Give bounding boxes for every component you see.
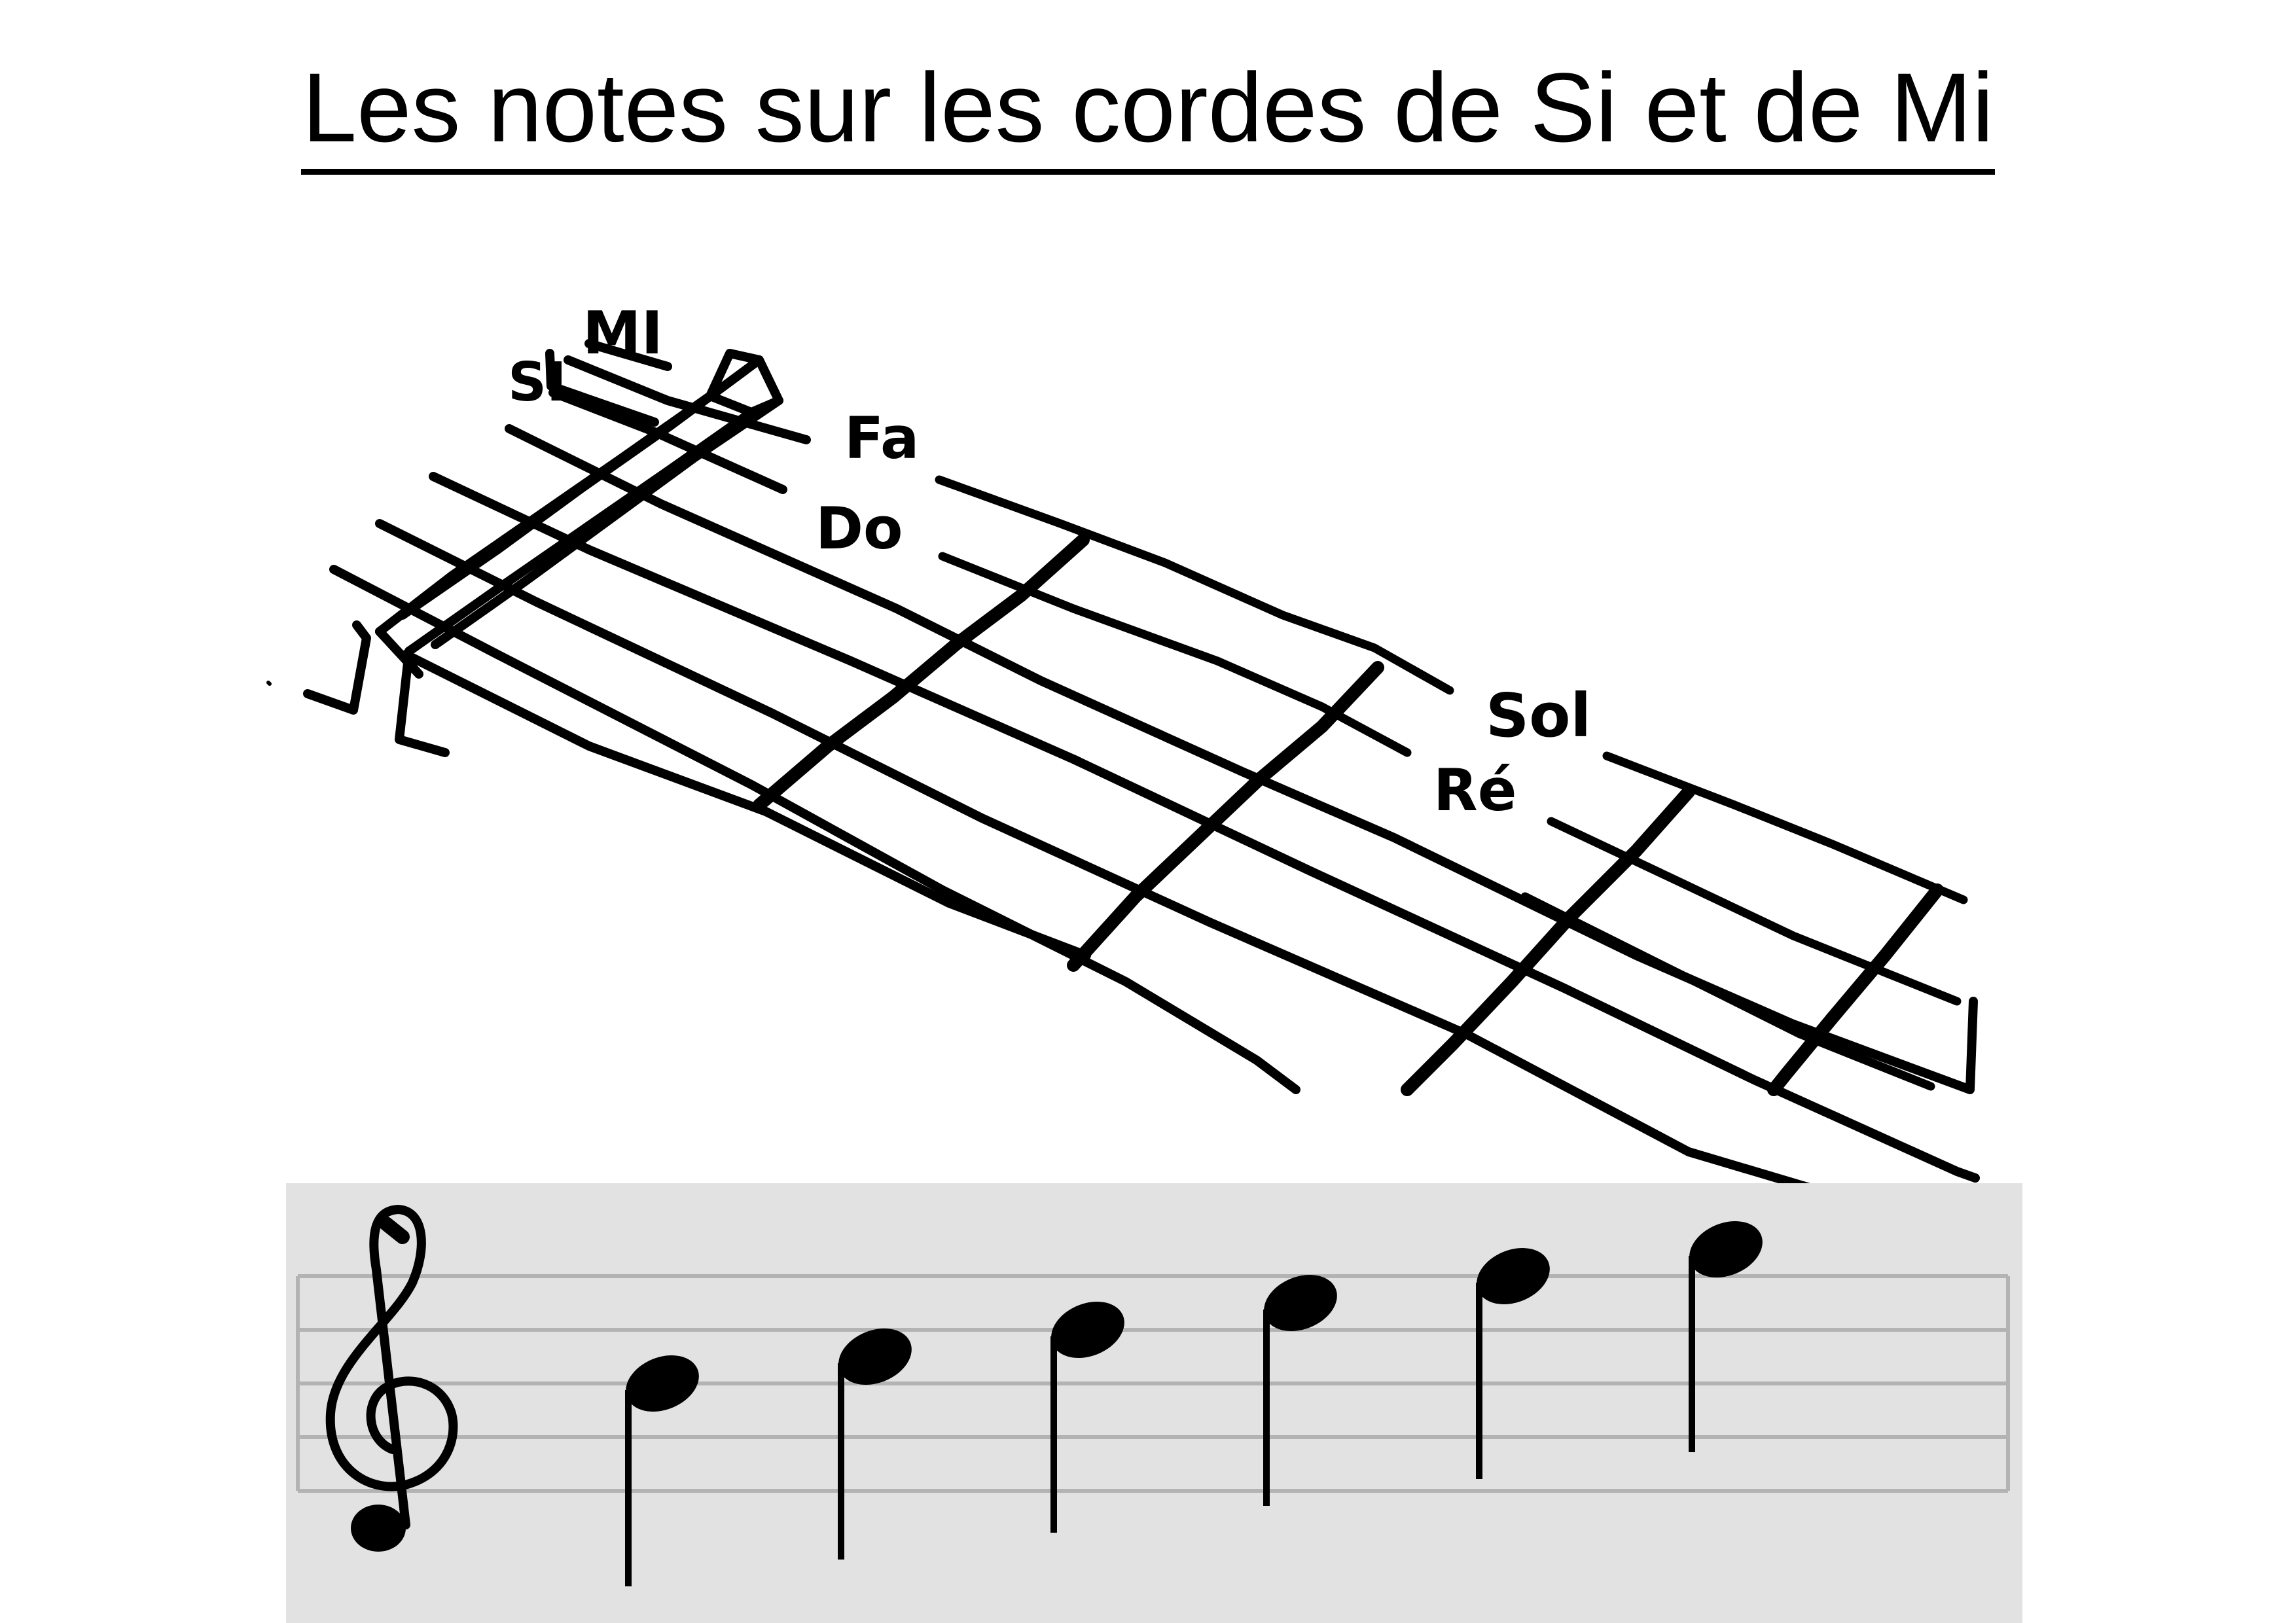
quarter-note-6: [1689, 1221, 1763, 1452]
string-3: [505, 424, 1978, 1094]
title-text: Les notes sur les cordes de Si et de Mi: [300, 51, 1996, 175]
string-label-mi: MI: [583, 299, 663, 368]
note-head: [1264, 1275, 1337, 1331]
quarter-note-1: [625, 1355, 699, 1586]
quarter-note-3: [1050, 1302, 1124, 1533]
string-7: [401, 650, 1091, 960]
fretboard-upper-strings: [935, 475, 1968, 1091]
note-head: [1689, 1221, 1763, 1277]
string-label-si: SI: [508, 351, 567, 414]
note-head: [838, 1329, 912, 1385]
note-head: [626, 1355, 699, 1412]
string-mi: [564, 355, 811, 444]
treble-clef-icon: [325, 1204, 458, 1552]
fret-4: [1767, 883, 1944, 1096]
fretboard-nut: [303, 339, 783, 757]
page-title: Les notes sur les cordes de Si et de Mi: [0, 51, 2296, 175]
note-label-sol: Sol: [1486, 681, 1591, 751]
staff-lines: [296, 1274, 2010, 1493]
fret-2: [1067, 661, 1384, 972]
fret-3: [1401, 785, 1695, 1096]
staff-notes: [625, 1221, 1763, 1586]
string-5: [375, 519, 1935, 1228]
note-label-do: Do: [816, 495, 903, 562]
quarter-note-2: [838, 1329, 912, 1560]
quarter-note-5: [1476, 1248, 1550, 1479]
note-label-re: Ré: [1433, 757, 1516, 824]
fretboard-frets: [753, 533, 1944, 1096]
quarter-note-4: [1263, 1275, 1337, 1506]
string-4: [429, 472, 1980, 1183]
note-head: [1477, 1248, 1550, 1304]
fretboard-strings: [329, 355, 1980, 1228]
note-label-fa: Fa: [844, 404, 919, 472]
string-6: [329, 565, 1300, 1094]
note-head: [1051, 1302, 1124, 1358]
fret-1: [753, 533, 1090, 812]
